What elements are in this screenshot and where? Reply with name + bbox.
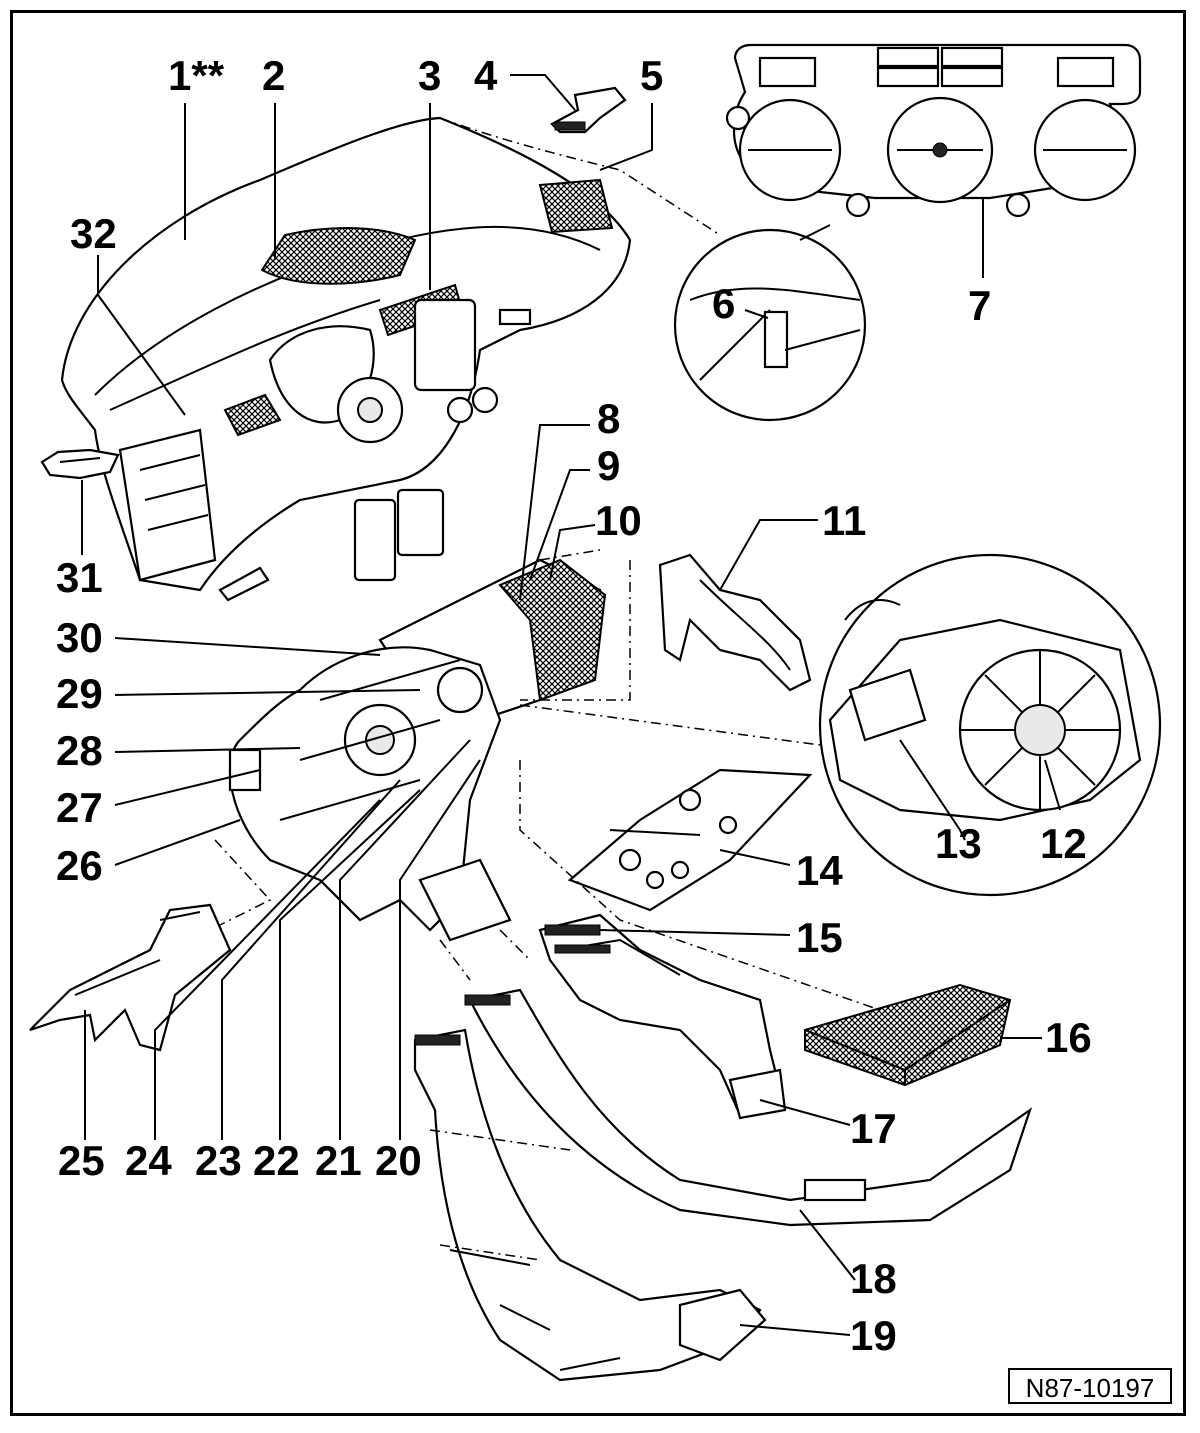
callout-8: 8 bbox=[597, 395, 620, 442]
callout-1: 1** bbox=[168, 52, 225, 99]
callout-12: 12 bbox=[1040, 820, 1087, 867]
callout-25: 25 bbox=[58, 1137, 105, 1184]
callout-9: 9 bbox=[597, 442, 620, 489]
part-11-duct bbox=[658, 553, 812, 692]
assembly-lines bbox=[214, 117, 881, 1261]
part-4-bracket bbox=[550, 86, 627, 134]
callout-11: 11 bbox=[822, 497, 866, 544]
callout-10: 10 bbox=[595, 497, 642, 544]
dashboard-panel bbox=[60, 116, 632, 602]
callout-27: 27 bbox=[56, 784, 103, 831]
callout-3: 3 bbox=[418, 52, 441, 99]
diagram-frame bbox=[10, 10, 1186, 1416]
callout-21: 21 bbox=[315, 1137, 362, 1184]
part-31-clip bbox=[40, 448, 120, 480]
heater-unit bbox=[228, 558, 607, 942]
callout-5: 5 bbox=[640, 52, 663, 99]
callout-4: 4 bbox=[474, 52, 498, 99]
floor-ducts bbox=[413, 988, 1033, 1382]
callout-13: 13 bbox=[935, 820, 982, 867]
leader-lines bbox=[81, 74, 1061, 1336]
callout-24: 24 bbox=[125, 1137, 172, 1184]
callout-23: 23 bbox=[195, 1137, 242, 1184]
callout-14: 14 bbox=[796, 847, 843, 894]
callout-2: 2 bbox=[262, 52, 285, 99]
rear-ducts bbox=[538, 913, 787, 1120]
callout-26: 26 bbox=[56, 842, 103, 889]
callout-19: 19 bbox=[850, 1312, 897, 1359]
callout-32: 32 bbox=[70, 210, 117, 257]
callout-18: 18 bbox=[850, 1255, 897, 1302]
callout-30: 30 bbox=[56, 614, 103, 661]
callout-28: 28 bbox=[56, 727, 103, 774]
part-14-plate bbox=[567, 768, 813, 912]
detail-circle-part-6 bbox=[673, 224, 867, 422]
part-25-duct bbox=[29, 903, 232, 1052]
part-16-pollen-filter bbox=[804, 983, 1012, 1087]
callout-17: 17 bbox=[850, 1105, 897, 1152]
detail-circle-blower bbox=[818, 553, 1162, 897]
climate-control-panel bbox=[725, 43, 1142, 218]
callout-20: 20 bbox=[375, 1137, 422, 1184]
callout-6: 6 bbox=[712, 280, 735, 327]
callout-7: 7 bbox=[968, 282, 991, 329]
callout-15: 15 bbox=[796, 914, 843, 961]
callout-29: 29 bbox=[56, 670, 103, 717]
callout-31: 31 bbox=[56, 554, 103, 601]
callout-16: 16 bbox=[1045, 1014, 1092, 1061]
callout-22: 22 bbox=[253, 1137, 300, 1184]
figure-reference-code: N87-10197 bbox=[1008, 1368, 1172, 1404]
